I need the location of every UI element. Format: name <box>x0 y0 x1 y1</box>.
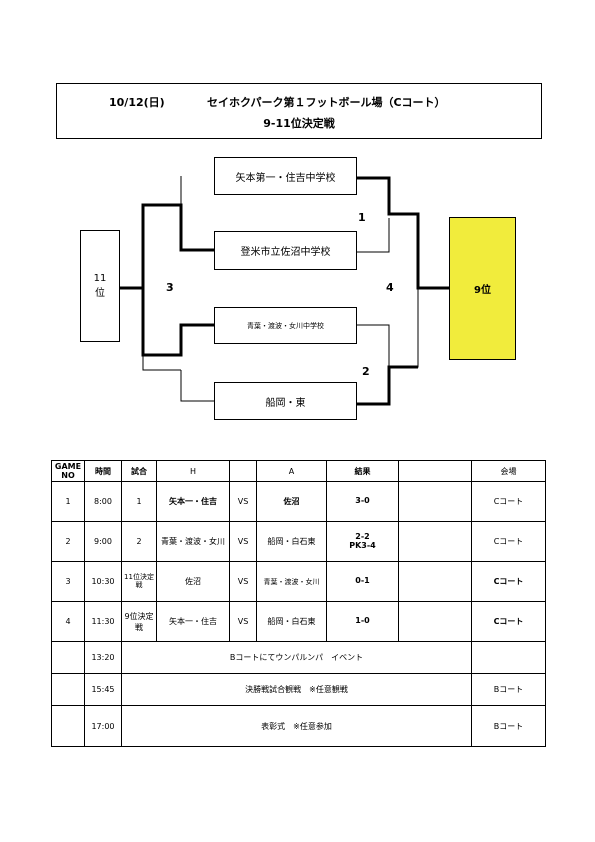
header-game-no: GAME NO <box>51 460 85 482</box>
place-11-box: 11 位 <box>80 230 120 342</box>
game-number-1: 1 <box>358 211 366 224</box>
cell-home: 青葉・渡波・女川 <box>156 521 230 562</box>
cell-blank <box>398 481 472 522</box>
bracket-line-g2-bottom <box>180 370 214 402</box>
cell-no-empty <box>51 641 85 674</box>
cell-vs: VS <box>229 481 257 522</box>
cell-vs: VS <box>229 561 257 602</box>
cell-no: 4 <box>51 601 85 642</box>
cell-no: 2 <box>51 521 85 562</box>
table-row: 3 10:30 11位決定戦 佐沼 VS 青葉・渡波・女川 0-1 Cコート <box>51 561 546 602</box>
bracket-team-2: 登米市立佐沼中学校 <box>214 231 357 270</box>
header-blank <box>398 460 472 482</box>
game-number-3: 3 <box>166 281 174 294</box>
cell-time: 17:00 <box>84 705 122 747</box>
cell-blank <box>398 521 472 562</box>
header-home: H <box>156 460 230 482</box>
cell-away: 佐沼 <box>256 481 327 522</box>
cell-vs: VS <box>229 521 257 562</box>
place-9-box: 9位 <box>449 217 516 360</box>
cell-venue: Bコート <box>471 705 546 747</box>
bracket-line-g3-winner <box>141 288 214 357</box>
header-time: 時間 <box>84 460 122 482</box>
cell-home: 佐沼 <box>156 561 230 602</box>
cell-no: 1 <box>51 481 85 522</box>
cell-blank <box>398 561 472 602</box>
event-date: 10/12(日) <box>109 96 165 109</box>
cell-event-text: 決勝戦試合観戦 ※任意観戦 <box>121 673 472 706</box>
cell-time: 13:20 <box>84 641 122 674</box>
cell-result: 1-0 <box>326 601 399 642</box>
result-pk: PK3-4 <box>349 540 376 550</box>
header-match: 試合 <box>121 460 157 482</box>
cell-result: 0-1 <box>326 561 399 602</box>
cell-match: 2 <box>121 521 157 562</box>
header-result: 結果 <box>326 460 399 482</box>
result-score: 2-2 <box>355 531 370 541</box>
cell-no: 3 <box>51 561 85 602</box>
header-away: A <box>256 460 327 482</box>
cell-away: 船岡・白石東 <box>256 521 327 562</box>
cell-away: 船岡・白石東 <box>256 601 327 642</box>
bracket-line-g1-top <box>143 176 182 206</box>
header-box: 10/12(日) セイホクパーク第１フットボール場（Cコート） 9-11位決定戦 <box>56 83 542 139</box>
cell-time: 15:45 <box>84 673 122 706</box>
table-header-row: GAME NO 時間 試合 H A 結果 会場 <box>51 460 546 482</box>
cell-venue: Cコート <box>471 601 546 642</box>
table-row: 4 11:30 9位決定戦 矢本一・住吉 VS 船岡・白石東 1-0 Cコート <box>51 601 546 642</box>
place-11-number: 11 <box>93 273 107 284</box>
game-number-2: 2 <box>362 365 370 378</box>
cell-home: 矢本一・住吉 <box>156 601 230 642</box>
bracket-line-winner-g4 <box>357 176 449 290</box>
cell-home: 矢本一・住吉 <box>156 481 230 522</box>
venue-title: セイホクパーク第１フットボール場（Cコート） <box>207 96 446 109</box>
place-11-label: 位 <box>95 288 105 299</box>
bracket-line-loser-path <box>120 203 214 290</box>
cell-no-empty <box>51 673 85 706</box>
cell-venue <box>471 641 546 674</box>
header-vs-blank <box>229 460 257 482</box>
bracket-team-3: 青葉・渡波・女川中学校 <box>214 307 357 344</box>
cell-event-text: Bコートにてウンパルンパ イベント <box>121 641 472 674</box>
cell-no-empty <box>51 705 85 747</box>
cell-vs: VS <box>229 601 257 642</box>
cell-time: 9:00 <box>84 521 122 562</box>
cell-result: 2-2 PK3-4 <box>326 521 399 562</box>
table-row: 2 9:00 2 青葉・渡波・女川 VS 船岡・白石東 2-2 PK3-4 Cコ… <box>51 521 546 562</box>
page-title: 9-11位決定戦 <box>263 117 335 130</box>
cell-match: 11位決定戦 <box>121 561 157 602</box>
cell-time: 11:30 <box>84 601 122 642</box>
cell-venue: Bコート <box>471 673 546 706</box>
cell-time: 10:30 <box>84 561 122 602</box>
bracket-team-1: 矢本第一・住吉中学校 <box>214 157 357 195</box>
cell-venue: Cコート <box>471 481 546 522</box>
table-row-event: 13:20 Bコートにてウンパルンパ イベント <box>51 641 546 674</box>
table-row-event: 15:45 決勝戦試合観戦 ※任意観戦 Bコート <box>51 673 546 706</box>
cell-blank <box>398 601 472 642</box>
cell-result: 3-0 <box>326 481 399 522</box>
table-row-event: 17:00 表彰式 ※任意参加 Bコート <box>51 705 546 747</box>
bracket-line-g3-bottom <box>142 288 181 371</box>
table-row: 1 8:00 1 矢本一・住吉 VS 佐沼 3-0 Cコート <box>51 481 546 522</box>
header-venue: 会場 <box>471 460 546 482</box>
schedule-table: GAME NO 時間 試合 H A 結果 会場 1 8:00 1 矢本一・住吉 … <box>51 460 546 747</box>
cell-event-text: 表彰式 ※任意参加 <box>121 705 472 747</box>
cell-match: 9位決定戦 <box>121 601 157 642</box>
cell-time: 8:00 <box>84 481 122 522</box>
cell-venue: Cコート <box>471 521 546 562</box>
cell-away: 青葉・渡波・女川 <box>256 561 327 602</box>
cell-match: 1 <box>121 481 157 522</box>
bracket-team-4: 船岡・東 <box>214 382 357 420</box>
bracket-line-g4-bottom <box>389 288 419 368</box>
bracket-line-g2-top <box>357 324 390 367</box>
game-number-4: 4 <box>386 281 394 294</box>
cell-venue: Cコート <box>471 561 546 602</box>
